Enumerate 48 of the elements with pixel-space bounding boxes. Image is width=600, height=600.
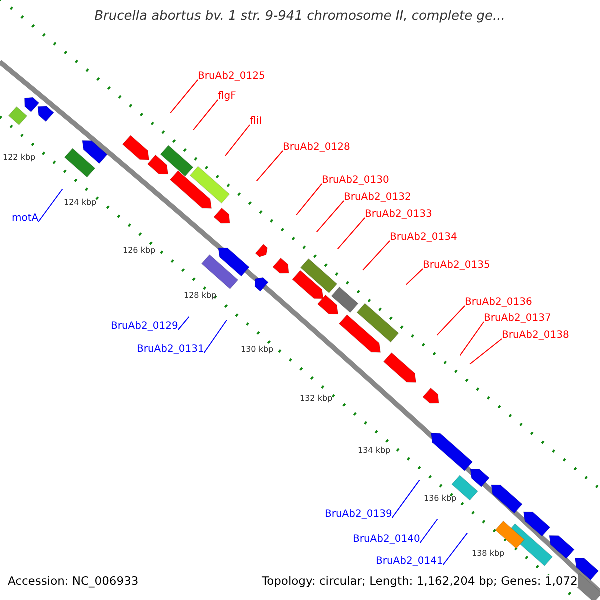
gene-label: BruAb2_0141 xyxy=(376,556,444,568)
tick-label: 130 kbp xyxy=(241,344,274,356)
leader-line xyxy=(460,322,484,356)
leader-line xyxy=(392,480,420,518)
leader-line xyxy=(225,124,250,156)
leader-line xyxy=(316,200,344,233)
tick-label: 122 kbp xyxy=(3,152,36,164)
leader-line xyxy=(470,338,502,365)
gene-label: BruAb2_0134 xyxy=(390,232,458,244)
leader-line xyxy=(204,320,228,354)
leader-line xyxy=(337,218,366,250)
gene-label: BruAb2_0139 xyxy=(325,509,392,521)
leader-line xyxy=(442,532,468,566)
gene-label: BruAb2_0125 xyxy=(198,71,266,83)
gene-label: BruAb2_0132 xyxy=(344,192,412,204)
gene-label: fliI xyxy=(250,116,262,128)
tick-label: 134 kbp xyxy=(358,445,391,457)
tick-label: 136 kbp xyxy=(424,493,457,505)
tick-label: 126 kbp xyxy=(123,245,156,257)
leader-line xyxy=(170,80,198,114)
leader-line xyxy=(420,518,438,544)
gene-label: BruAb2_0138 xyxy=(502,330,570,342)
leader-line xyxy=(296,184,322,216)
gene-label: BruAb2_0140 xyxy=(353,534,420,546)
gene-label: BruAb2_0130 xyxy=(322,175,390,187)
leader-line xyxy=(178,316,190,330)
leader-line xyxy=(362,240,390,271)
tick-label: 124 kbp xyxy=(64,197,97,209)
tick-label: 132 kbp xyxy=(300,393,333,405)
tick-label: 138 kbp xyxy=(472,548,505,560)
gene-label: motA xyxy=(12,213,39,225)
leader-line xyxy=(256,150,284,182)
accession-text: Accession: NC_006933 xyxy=(8,575,139,587)
summary-text: Topology: circular; Length: 1,162,204 bp; Genes: 1,072 xyxy=(262,575,578,587)
leader-line xyxy=(38,188,64,222)
leader-line xyxy=(406,268,424,286)
gene-label: BruAb2_0133 xyxy=(365,209,432,221)
tick-label: 128 kbp xyxy=(184,290,217,302)
leader-line xyxy=(193,100,218,130)
gene-label: BruAb2_0131 xyxy=(137,344,204,356)
leader-line xyxy=(436,306,466,336)
gene-label: BruAb2_0137 xyxy=(484,313,552,325)
gene-label: BruAb2_0135 xyxy=(423,260,490,272)
gene-label: BruAb2_0128 xyxy=(283,142,350,154)
gene-label: flgF xyxy=(218,91,236,103)
gene-label: BruAb2_0129 xyxy=(111,321,178,333)
gene-label: BruAb2_0136 xyxy=(465,297,532,309)
map-title: Brucella abortus bv. 1 str. 9-941 chromosome II, complete ge... xyxy=(94,11,506,23)
